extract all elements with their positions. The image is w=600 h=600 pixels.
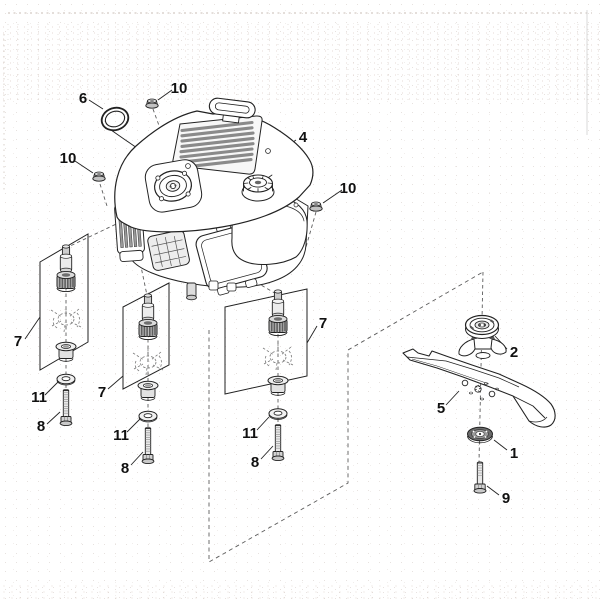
callout-7-third: 7: [319, 315, 327, 332]
scan-artifacts: [3, 10, 592, 190]
engine-foot: [208, 280, 219, 291]
sealing-ring: [100, 106, 130, 132]
screw-boss: [185, 163, 191, 169]
screw-boss: [265, 148, 271, 154]
callout-10-left: 10: [60, 150, 77, 167]
callout-labels: 6 10 10 10 4 7 7 7 11 8 11 8 11 8 2 5 1 …: [14, 80, 518, 507]
mower-blade: [402, 348, 556, 428]
mount-kit-box-3: [224, 288, 308, 395]
callout-8-second: 8: [121, 460, 129, 477]
blade-adapter: [458, 314, 507, 359]
callout-7-first: 7: [14, 333, 22, 350]
blade-washer: [467, 426, 493, 444]
callout-10-right: 10: [340, 180, 357, 197]
callout-8-first: 8: [37, 418, 45, 435]
screw-boss: [293, 202, 299, 208]
callout-2: 2: [510, 344, 518, 361]
callout-11-third: 11: [242, 425, 258, 442]
callout-6: 6: [79, 90, 87, 107]
starter-handle: [208, 97, 256, 124]
callout-10-top: 10: [171, 80, 188, 97]
flange-nut: [309, 201, 323, 212]
flange-nut: [145, 98, 159, 109]
phantom-deck-outline: [208, 271, 484, 563]
mount-kit-box-2: [122, 282, 170, 390]
cooling-grille: [172, 115, 263, 175]
mount-kit-box-1: [39, 233, 89, 371]
callout-11-first: 11: [31, 389, 47, 406]
callout-9: 9: [502, 490, 510, 507]
engine-illustration: [114, 97, 314, 301]
callout-7-second: 7: [98, 384, 106, 401]
flange-nut: [92, 171, 106, 182]
fuel-cap: [241, 174, 275, 202]
crankshaft-end: [186, 294, 197, 301]
engine-foot: [226, 282, 237, 292]
callout-4: 4: [299, 129, 308, 146]
recoil-starter: [144, 159, 203, 213]
blade-bolt: [473, 461, 487, 494]
callout-1: 1: [510, 445, 518, 462]
heat-shield: [147, 229, 190, 271]
callout-11-second: 11: [113, 427, 129, 444]
callout-8-third: 8: [251, 454, 259, 471]
callout-5: 5: [437, 400, 445, 417]
